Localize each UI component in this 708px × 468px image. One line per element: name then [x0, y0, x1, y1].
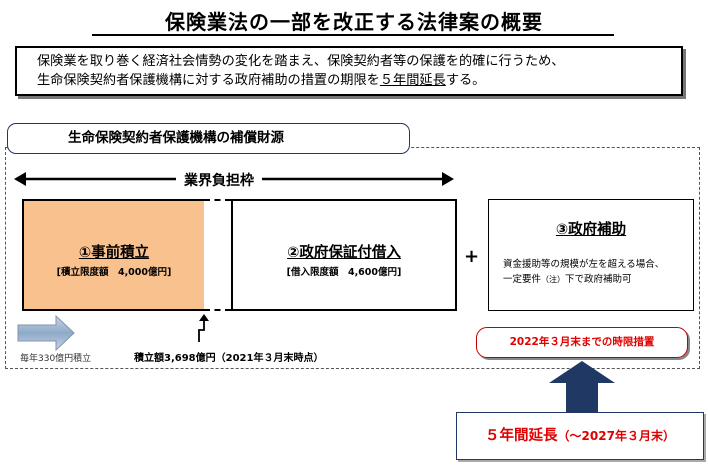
subsidy-description: 資金援助等の規模が左を超える場合、 一定要件（注）下で政府補助可 [503, 257, 664, 287]
subsidy-desc-line-1: 資金援助等の規模が左を超える場合、 [503, 259, 665, 270]
subsidy-title: ③政府補助 [555, 222, 627, 238]
loan-limit: [借入限度額 4,600億円] [286, 267, 402, 278]
subsidy-box: ③政府補助 資金援助等の規模が左を超える場合、 一定要件（注）下で政府補助可 [488, 199, 694, 311]
extension-box: ５年間延長（～2027年３月末） [456, 412, 704, 460]
loan-box: ②政府保証付借入 [借入限度額 4,600億円] [231, 199, 457, 311]
annual-reserve-arrow-icon [17, 314, 75, 352]
summary-line-2-after: する。 [445, 73, 486, 88]
reserve-box: ①事前積立 [積立限度額 4,000億円] [22, 199, 204, 311]
title-underline [92, 34, 614, 36]
summary-emphasis: ５年間延長 [379, 73, 446, 88]
summary-box: 保険業を取り巻く経済社会情勢の変化を踏まえ、保険契約者等の保護を的確に行うため、… [15, 46, 683, 96]
industry-burden-label: 業界負担枠 [176, 170, 262, 190]
reserve-title: ①事前積立 [78, 245, 150, 261]
subsidy-note-mark: （注） [541, 275, 566, 284]
annual-reserve-note: 毎年330億円積立 [20, 354, 92, 364]
summary-line-2: 生命保険契約者保護機構に対する政府補助の措置の期限を５年間延長する。 [37, 71, 681, 90]
subsidy-desc-line-2: 一定要件（注）下で政府補助可 [503, 274, 632, 285]
balance-pointer-icon [198, 314, 209, 342]
summary-line-2-before: 生命保険契約者保護機構に対する政府補助の措置の期限を [37, 73, 380, 88]
reserve-balance-note: 積立額3,698億円（2021年３月末時点） [134, 353, 324, 364]
extension-period: （～2027年３月末） [557, 429, 675, 443]
plus-sign: + [464, 246, 480, 267]
deadline-badge: 2022年３月末までの時限措置 [476, 327, 688, 358]
extension-up-arrow-icon [549, 361, 615, 413]
summary-line-1: 保険業を取り巻く経済社会情勢の変化を踏まえ、保険契約者等の保護を的確に行うため、 [37, 54, 565, 69]
loan-title: ②政府保証付借入 [287, 245, 401, 261]
page-title: 保険業法の一部を改正する法律案の概要 [165, 10, 543, 34]
reserve-limit: [積立限度額 4,000億円] [56, 267, 172, 278]
extension-main: ５年間延長 [485, 428, 558, 444]
reserve-unfilled-portion [204, 199, 231, 311]
section-tab: 生命保険契約者保護機構の補償財源 [7, 123, 410, 154]
